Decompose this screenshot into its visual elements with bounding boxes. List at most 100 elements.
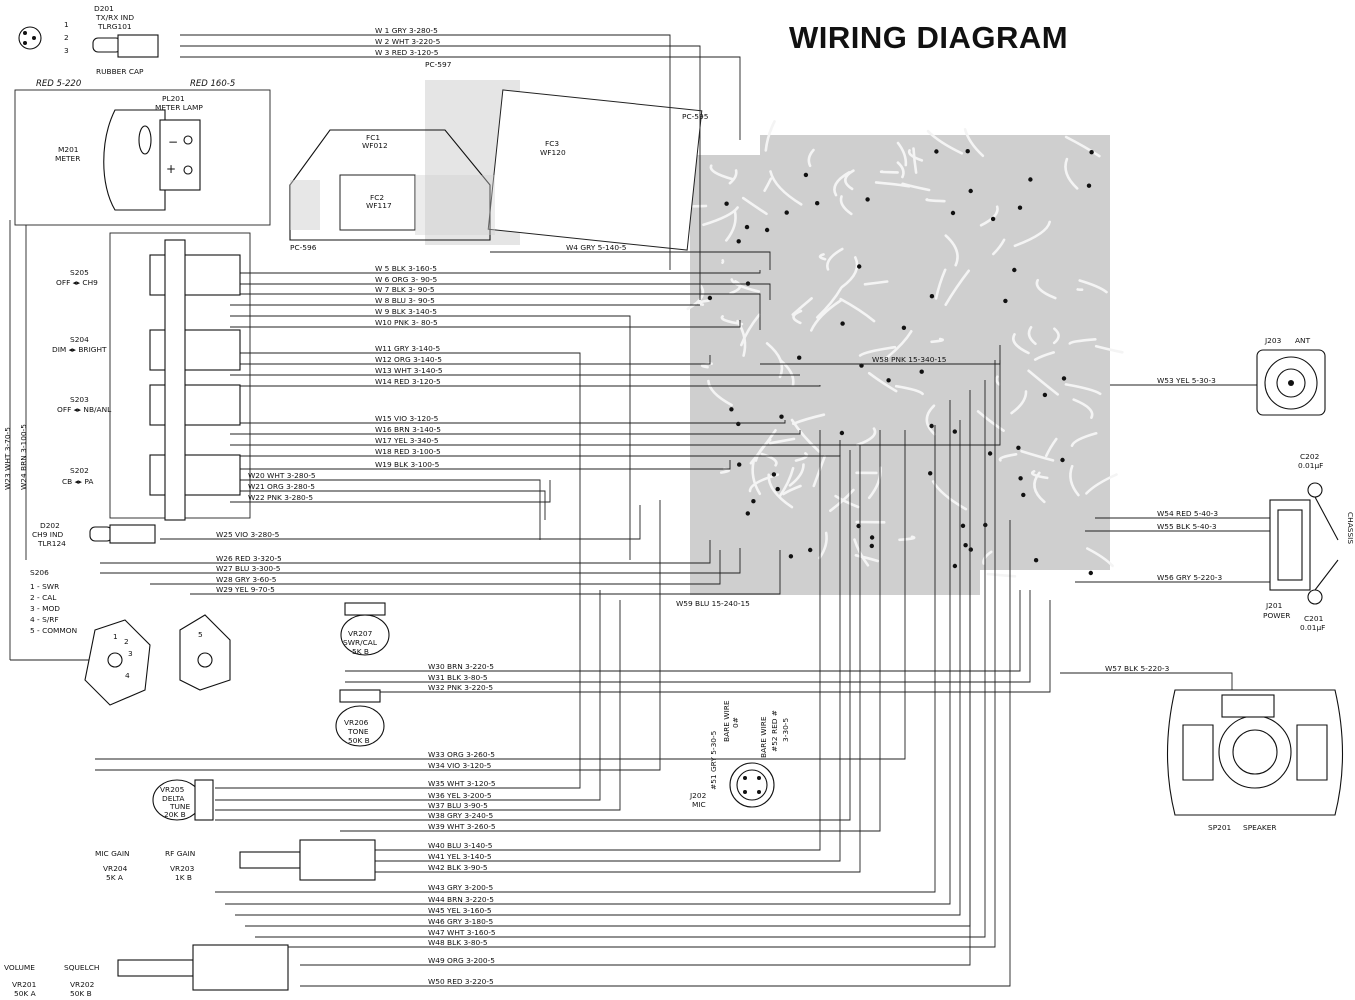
j203-ref: J203 [1264,336,1282,345]
pl201-right-note: RED 160-5 [190,79,235,89]
wire-route-w39 [340,430,881,832]
s206-pin-5: 5 [198,630,203,639]
s206-legend-5: 5 - COMMON [30,626,77,635]
wire-route-w26 [100,540,711,564]
pcb-trace [807,148,815,168]
pcb-pad [950,210,956,216]
pcb-trace [1094,344,1124,354]
pcb-trace [826,247,844,271]
pcb-trace [898,535,916,542]
wire-route-w58 [760,360,1001,365]
pcb-trace [686,284,705,311]
pcb-pad [736,421,741,427]
pcb-pad [929,294,935,299]
wire-route-w35 [215,600,581,789]
vr201-ref: VR201 [12,980,37,989]
pcb-pad [1028,177,1033,182]
wire-label-w46: W46 GRY 3-180-5 [428,917,493,926]
pcb-pad [775,486,780,492]
wire-routes [9,34,1286,987]
wire-label-w12: W12 ORG 3-140-5 [375,355,442,364]
d201-pin-3: 3 [64,46,69,55]
wire-route-w42 [340,445,861,873]
wire-label-w26: W26 RED 3-320-5 [216,554,282,563]
mic-note-w51: #51 GRY 5-30-5 [709,730,718,790]
s206-legend-1: 1 - SWR [30,582,59,591]
vr203-value: 1K B [175,873,192,882]
pcb-trace [767,473,794,509]
wire-route-w6 [230,283,771,300]
pcb-trace [858,345,897,357]
pcb-pad [1012,267,1017,273]
pcb-trace [1052,327,1060,345]
c201-ref: C201 [1304,614,1324,623]
pcb-trace [1078,279,1108,294]
d201-pin-1: 1 [64,20,69,29]
fc1-ref: FC1 [366,133,380,142]
pcb-pad [865,197,870,202]
wire-label-w42: W42 BLK 3-90-5 [428,863,488,872]
pcb-trace [725,209,737,242]
pcb-trace [907,149,924,162]
j201-desc: POWER [1263,611,1290,620]
j201-power-jack [1269,482,1339,605]
wire-route-w11 [230,352,581,640]
c202-value: 0.01µF [1298,461,1323,470]
pcb-pad [737,462,742,467]
vr202-ref: VR202 [70,980,94,989]
wire-route-w43 [215,425,936,893]
pcb-pad [797,355,802,360]
wire-label-w2: W 2 WHT 3-220-5 [375,37,441,46]
wire-route-w17 [230,345,1001,446]
mic-rf-gain-pot [239,839,376,881]
pcb-pad [1033,558,1039,563]
wire-label-w44: W44 BRN 3-220-5 [428,895,494,904]
wire-label-w9: W 9 BLK 3-140-5 [375,307,437,316]
s206-rotary-switch [84,614,231,706]
pcb-trace [867,371,898,393]
wire-route-w25 [160,505,641,540]
pcb-trace [1086,547,1114,568]
rf-gain-label: RF GAIN [165,849,195,858]
pcb-trace [894,384,924,396]
pcb-pad [839,430,845,436]
vr205-ref: VR205 [160,785,185,794]
s206-legend-4: 4 - S/RF [30,615,59,624]
pcb-pad [968,188,973,194]
wire-route-w41 [340,440,841,862]
s206-pin-1: 1 [113,632,118,641]
vr206-ref: VR206 [344,718,369,727]
d201-led [18,26,159,58]
wire-label-w5: W 5 BLK 3-160-5 [375,264,437,273]
fc2-part: WF117 [366,201,392,210]
m201-minus: − [168,135,178,149]
pcb-pad [729,407,734,412]
wire-label-w10: W10 PNK 3- 80-5 [375,318,438,327]
fc1-fc2-cable [289,129,495,241]
vr205-desc2: TUNE [169,802,190,811]
pcb-pad [840,321,845,326]
pcb-trace [769,170,803,206]
wire-label-w34: W34 VIO 3-120-5 [428,761,492,770]
vr207-trimmer [340,602,390,656]
pcb-trace [829,488,855,512]
vr206-trimmer [335,689,385,747]
pcb-trace [810,299,842,332]
pcb-trace [883,330,913,361]
wire-label-w35: W35 WHT 3-120-5 [428,779,496,788]
wire-label-w32: W32 PNK 3-220-5 [428,683,493,692]
pcb-pad [744,224,750,230]
j202-desc: MIC [692,800,706,809]
pcb-pad [859,363,864,368]
wire-label-w40: W40 BLU 3-140-5 [428,841,493,850]
pcb-trace [1045,437,1058,458]
pcb-trace [912,147,918,174]
wire-route-w16 [230,430,801,435]
fc3-ref: FC3 [545,139,559,148]
d202-ref: D202 [40,521,60,530]
pcb-pad [1017,205,1023,210]
wire-labels: W 1 GRY 3-280-5W 2 WHT 3-220-5W 3 RED 3-… [3,26,1222,986]
wire-label-w59: W59 BLU 15-240-15 [676,599,750,608]
wire-route-w20 [230,479,541,540]
